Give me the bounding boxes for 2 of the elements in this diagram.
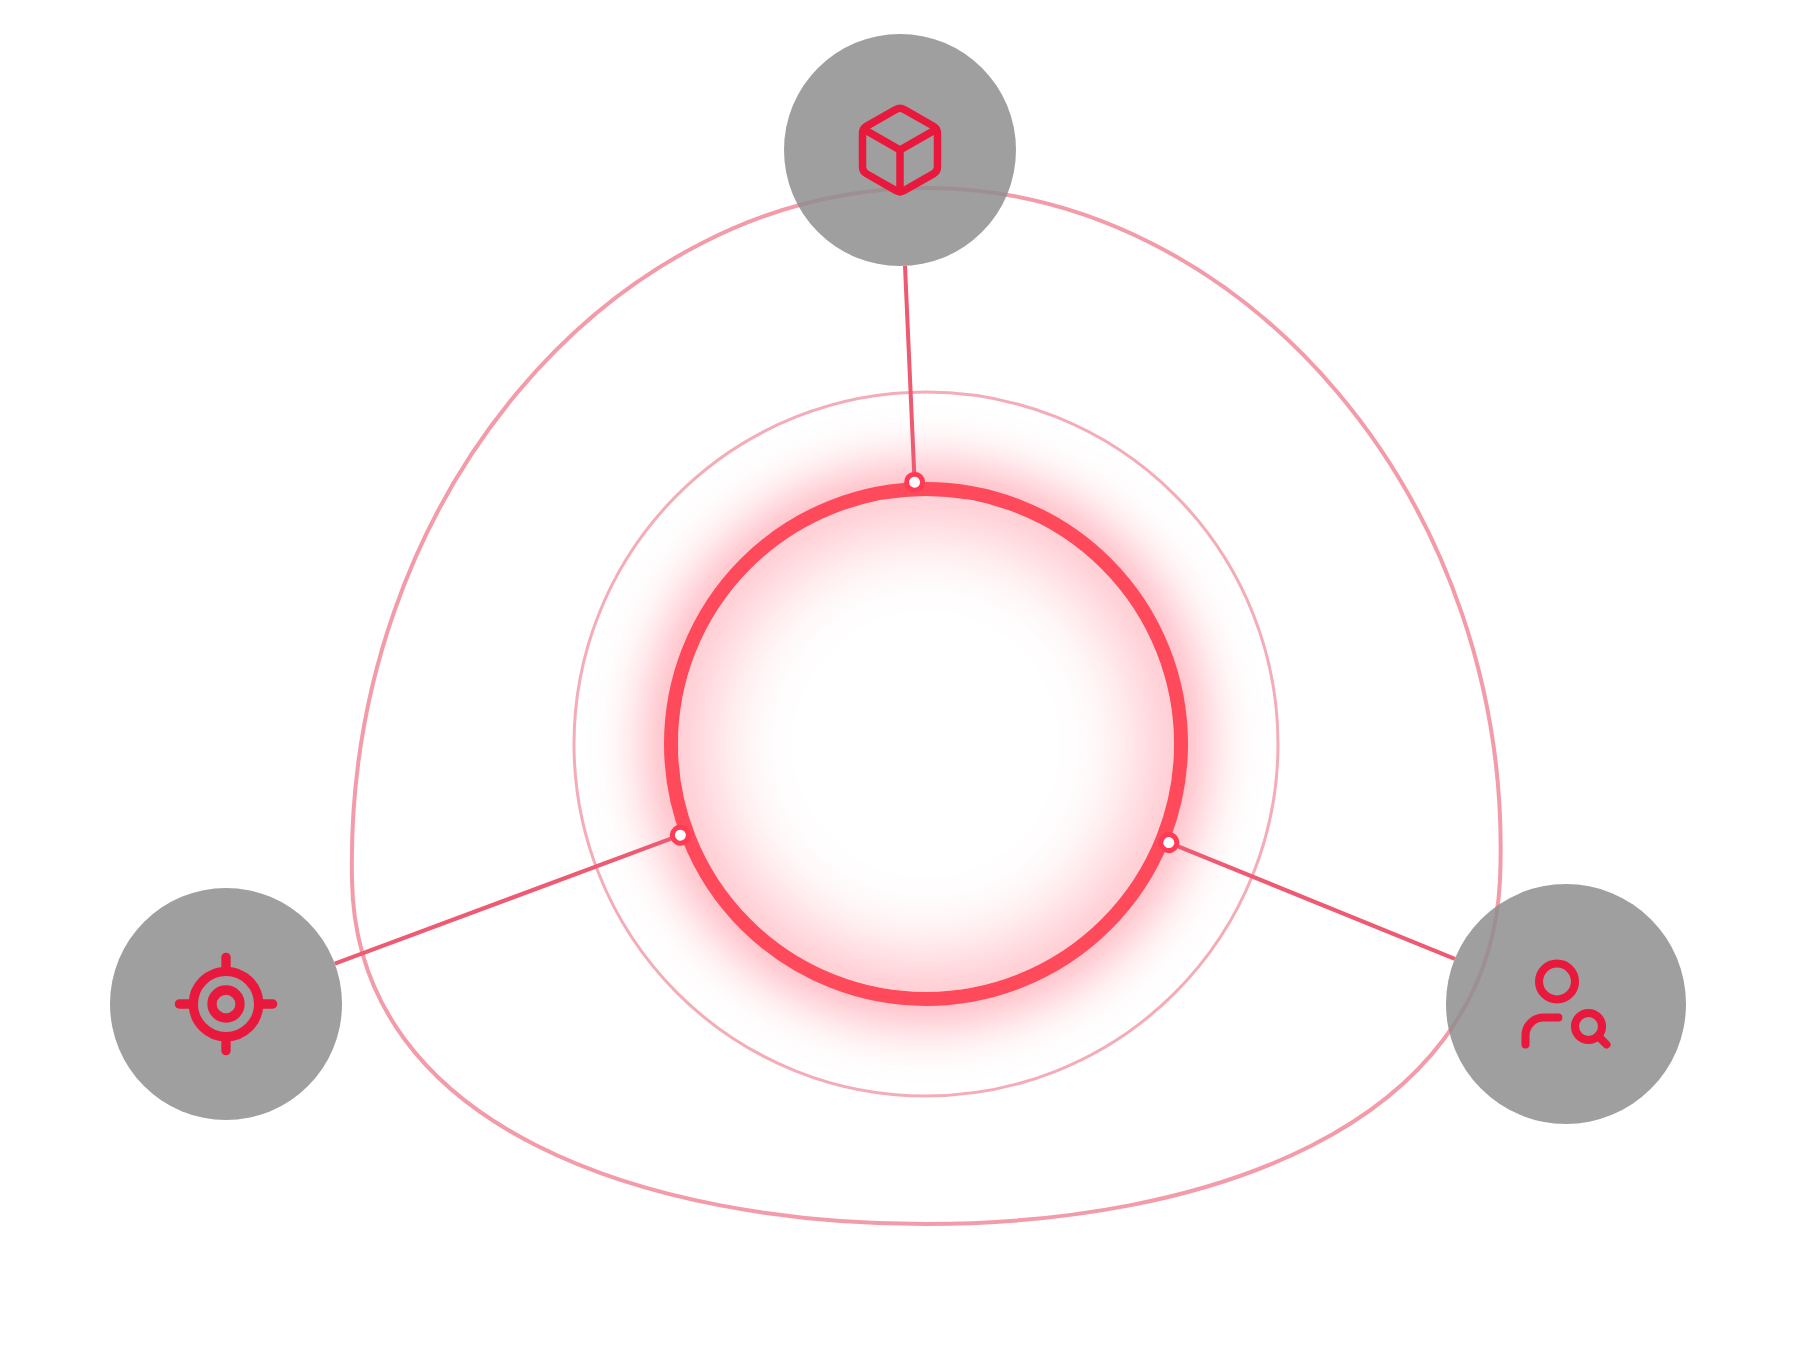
- connector-line: [903, 265, 926, 493]
- connector-line: [1158, 832, 1456, 961]
